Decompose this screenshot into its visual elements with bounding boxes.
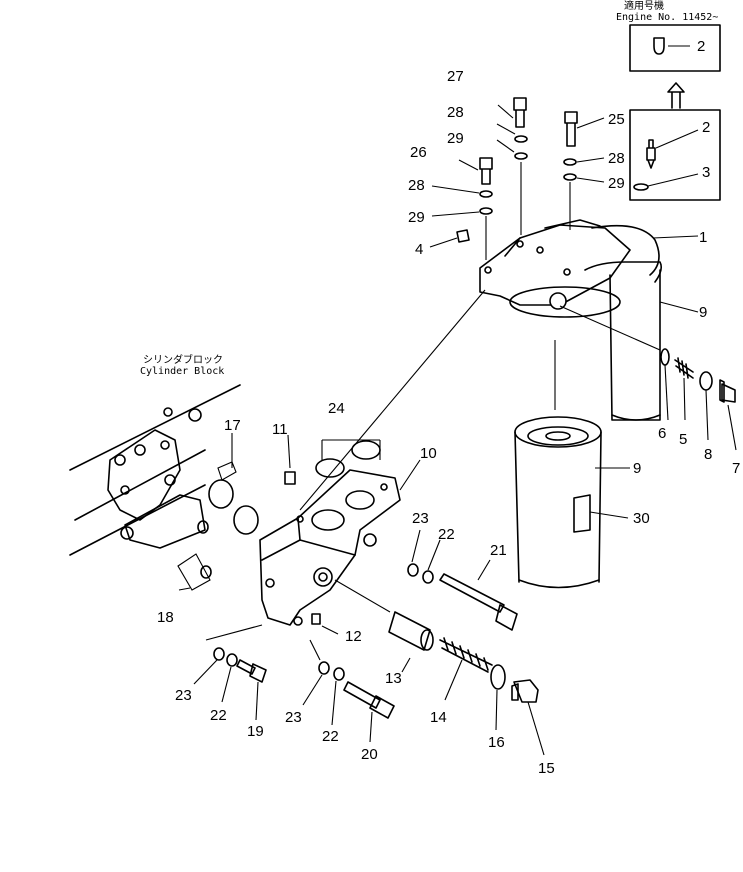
cylinder-block-jp: シリンダブロック <box>143 353 223 366</box>
filter-head <box>479 219 699 318</box>
callout-29b: 29 <box>608 175 625 192</box>
callout-16: 16 <box>488 734 505 751</box>
callout-21: 21 <box>490 542 507 559</box>
arrow-up-icon <box>667 82 685 109</box>
engine-note-en: Engine No. 11452~ <box>616 12 718 23</box>
callout-29a: 29 <box>447 130 464 147</box>
callout-18: 18 <box>157 609 174 626</box>
callout-24: 24 <box>328 400 345 417</box>
callout-22c: 22 <box>322 728 339 745</box>
callout-20: 20 <box>361 746 378 763</box>
callout-23a: 23 <box>412 510 429 527</box>
callout-7: 7 <box>732 460 740 477</box>
filter-bracket <box>259 289 486 635</box>
callout-4: 4 <box>415 241 423 258</box>
callout-8: 8 <box>704 446 712 463</box>
callout-10: 10 <box>420 445 437 462</box>
filter-element-upper <box>609 269 699 421</box>
callout-25: 25 <box>608 111 625 128</box>
callout-28c: 28 <box>408 177 425 194</box>
callout-28a: 28 <box>447 104 464 121</box>
callout-numbers: 2 2 3 27 25 28 29 28 29 26 28 29 4 1 9 6… <box>157 38 740 777</box>
callout-29c: 29 <box>408 209 425 226</box>
callout-23b: 23 <box>175 687 192 704</box>
callout-11: 11 <box>272 421 288 438</box>
filter-cartridge <box>514 340 630 589</box>
callout-9a: 9 <box>699 304 707 321</box>
callout-14: 14 <box>430 709 447 726</box>
engine-inset: 適用号機 Engine No. 11452~ <box>616 0 721 201</box>
callout-9b: 9 <box>633 460 641 477</box>
callout-28b: 28 <box>608 150 625 167</box>
callout-12: 12 <box>345 628 362 645</box>
callout-17: 17 <box>224 417 241 434</box>
engine-note-jp: 適用号機 <box>624 0 664 12</box>
inset-box-bottom <box>629 109 721 201</box>
cylinder-block: シリンダブロック Cylinder Block <box>69 353 241 556</box>
callout-5: 5 <box>679 431 687 448</box>
callout-3: 3 <box>702 164 710 181</box>
callout-22b: 22 <box>210 707 227 724</box>
top-bolts <box>429 97 605 260</box>
callout-6: 6 <box>658 425 666 442</box>
o-rings <box>177 433 259 591</box>
callout-2b: 2 <box>702 119 710 136</box>
callout-19: 19 <box>247 723 264 740</box>
callout-30: 30 <box>633 510 650 527</box>
cylinder-block-en: Cylinder Block <box>140 366 224 377</box>
callout-26: 26 <box>410 144 427 161</box>
callout-23c: 23 <box>285 709 302 726</box>
callout-15: 15 <box>538 760 555 777</box>
sensor-parts <box>633 129 699 191</box>
inset-box-top <box>629 24 721 72</box>
callout-2a: 2 <box>697 38 705 55</box>
drain-parts <box>559 305 737 451</box>
callout-22a: 22 <box>438 526 455 543</box>
sensor-icon <box>653 37 665 55</box>
callout-13: 13 <box>385 670 402 687</box>
callout-27: 27 <box>447 68 464 85</box>
callout-1: 1 <box>699 229 707 246</box>
lower-parts <box>193 529 545 756</box>
